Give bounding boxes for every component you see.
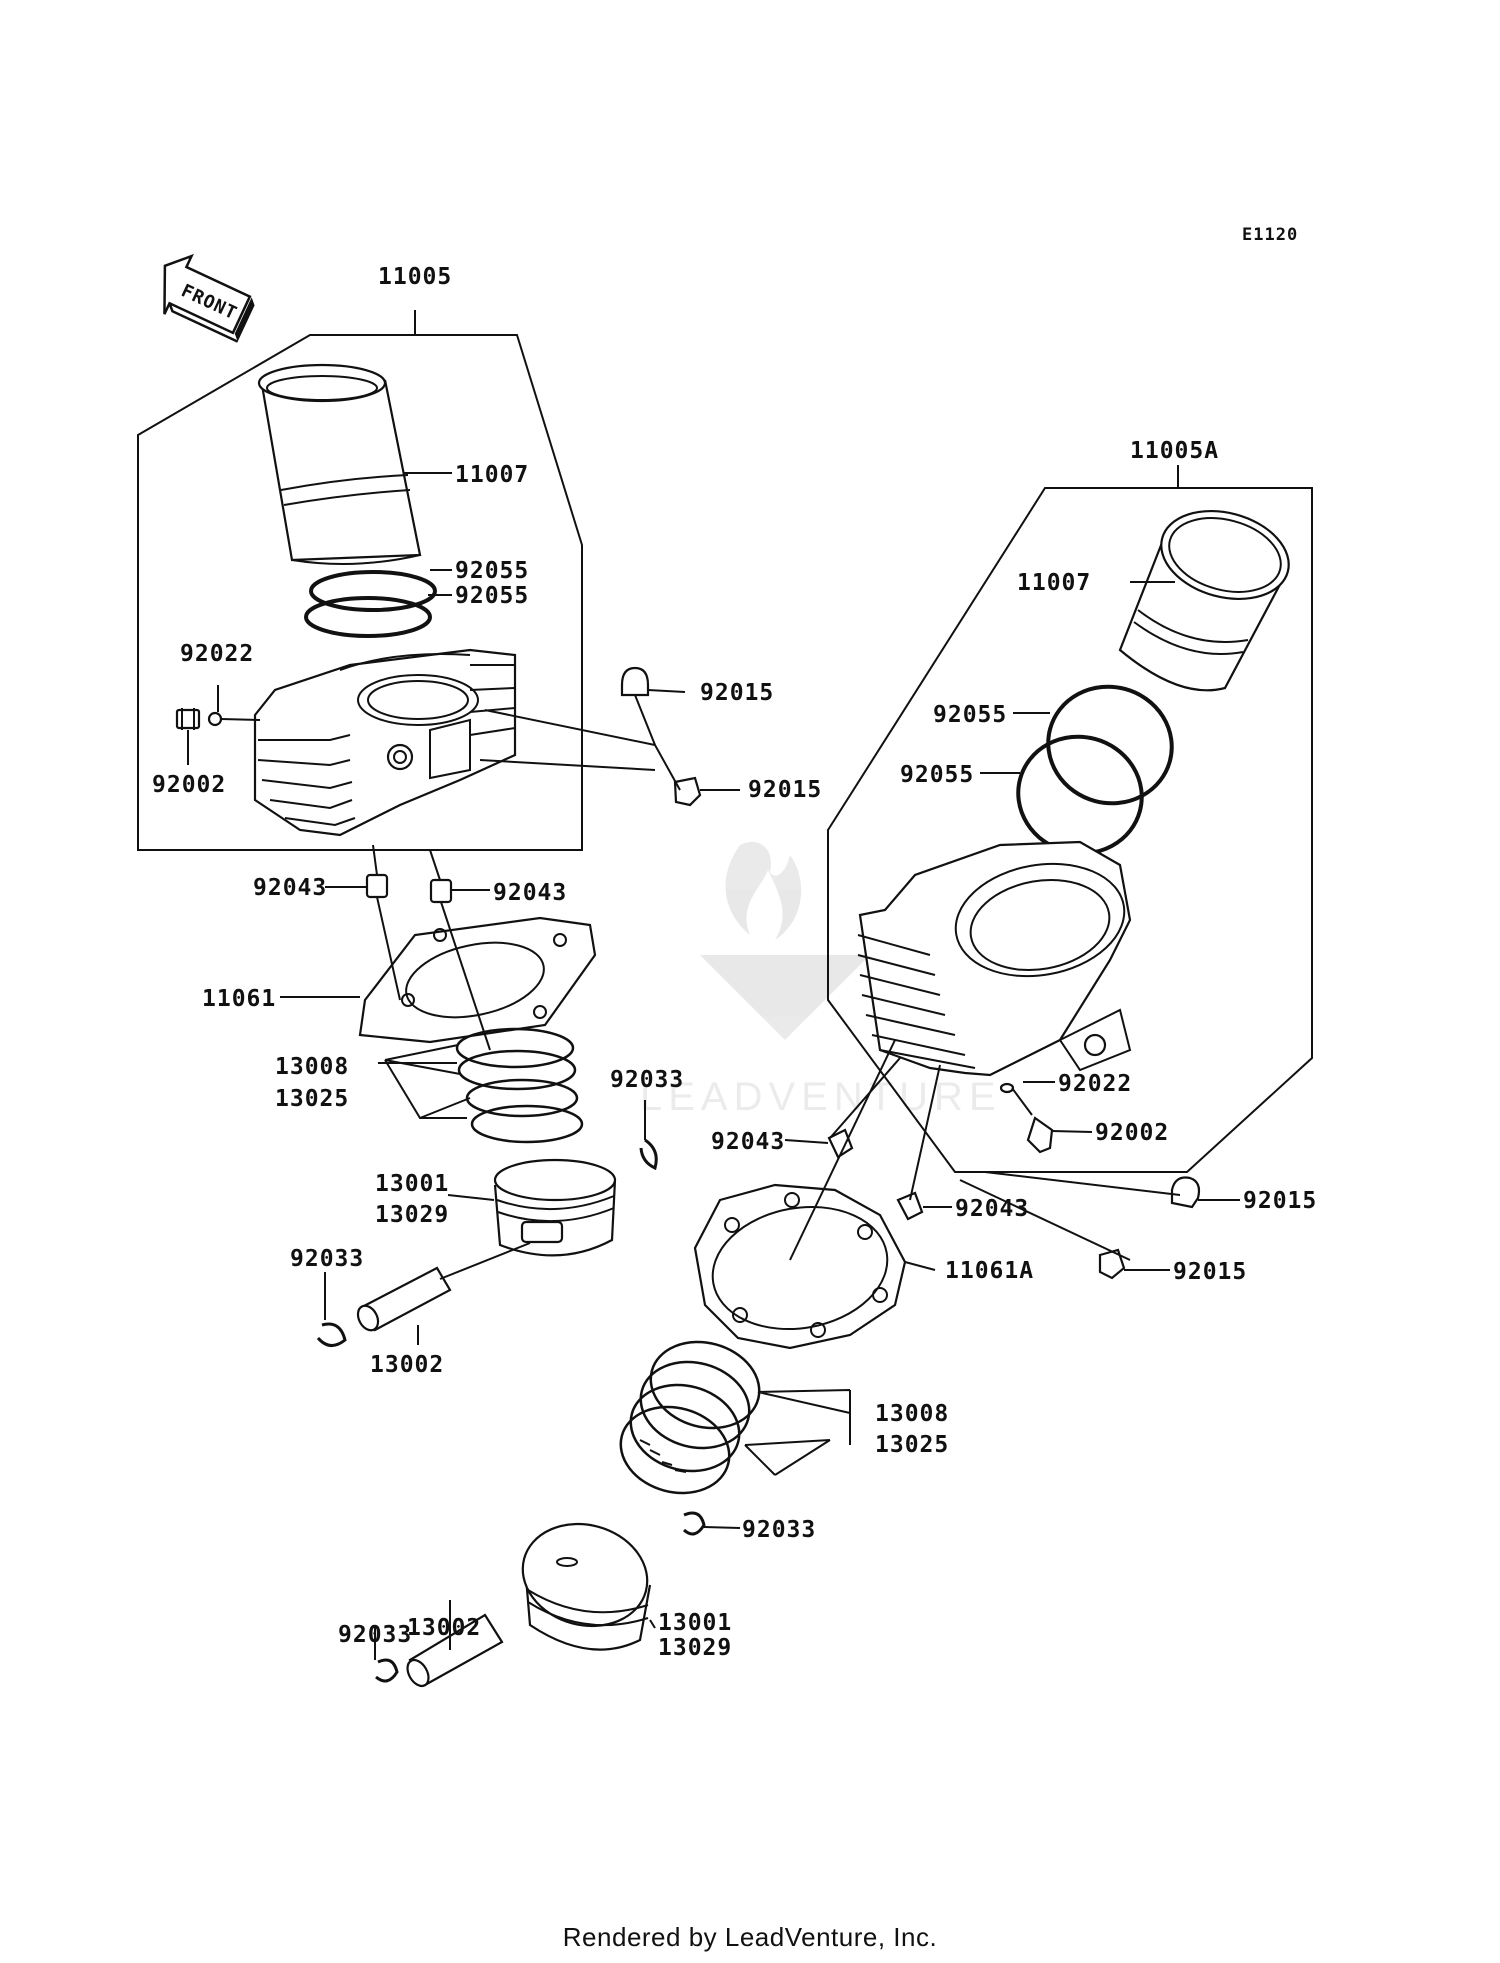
washer-92022-right [999,1082,1015,1094]
head-gasket-11061A [693,1183,907,1350]
label-92055-left-1: 92055 [455,558,529,584]
label-92055-left-2: 92055 [455,583,529,609]
label-11007-left: 11007 [455,462,529,488]
label-11061A: 11061A [945,1258,1034,1284]
head-gasket-11061 [358,916,597,1044]
watermark-text: LEADVENTURE [640,1075,1002,1119]
washer-92022-left [207,711,223,727]
label-11007-right: 11007 [1017,570,1091,596]
label-92033-right-2: 92033 [338,1622,412,1648]
label-92043-left-2: 92043 [493,880,567,906]
label-13029-right: 13029 [658,1635,732,1661]
cap-nut-92015-right-2 [1098,1248,1126,1280]
label-92055-right-2: 92055 [900,762,974,788]
assembly-bracket-11005 [137,310,583,851]
piston-ring-13025-left-1 [465,1078,579,1118]
label-13002-left: 13002 [370,1352,444,1378]
label-11005: 11005 [378,264,452,290]
piston-ring-13025-left-2 [470,1104,584,1144]
dowel-92043-left-2 [429,878,453,904]
label-92043-right-2: 92043 [955,1196,1029,1222]
watermark-logo [700,841,870,1040]
dowel-92043-left-1 [365,873,389,899]
cap-nut-92015-right-1 [1170,1176,1201,1209]
label-13029-left: 13029 [375,1202,449,1228]
dowel-92043-right-2 [896,1191,924,1221]
label-11005A: 11005A [1130,438,1219,464]
diagram-code: E1120 [1242,225,1298,245]
label-11061: 11061 [202,986,276,1012]
label-92043-left-1: 92043 [253,875,327,901]
o-ring-92055-right-1 [1046,684,1174,806]
label-92043-right-1: 92043 [711,1129,785,1155]
label-92033-left-1: 92033 [610,1067,684,1093]
label-13001-left: 13001 [375,1171,449,1197]
cap-nut-92015-left-2 [673,776,702,807]
rendered-by-footer: Rendered by LeadVenture, Inc. [562,1922,938,1952]
label-13001-right: 13001 [658,1610,732,1636]
label-92055-right-1: 92055 [933,702,1007,728]
piston-rings-13008-13025-right [619,1340,761,1495]
assembly-bracket-11005A [827,465,1313,1173]
label-13025-left: 13025 [275,1086,349,1112]
label-92015-right-1: 92015 [1243,1188,1317,1214]
label-13008-left: 13008 [275,1054,349,1080]
label-92033-left-2: 92033 [290,1246,364,1272]
cylinder-block-right [857,840,1132,1077]
label-92015-left-1: 92015 [700,680,774,706]
bolt-92002-right [1026,1116,1054,1154]
circlip-92033-right-2 [375,1658,399,1683]
piston-ring-13008-left-2 [457,1049,577,1091]
cylinder-sleeve-11007-left [257,363,422,565]
piston-13001-right [521,1522,652,1651]
circlip-92033-left-2 [316,1322,347,1347]
circlip-92033-left-1 [639,1138,658,1171]
label-92015-left-2: 92015 [748,777,822,803]
label-92002-right: 92002 [1095,1120,1169,1146]
cylinder-sleeve-11007-right [1118,509,1290,692]
bolt-92002-left [175,708,201,730]
cylinder-block-left [253,648,517,837]
circlip-92033-right-1 [682,1511,706,1536]
piston-13001-left [493,1158,617,1257]
piston-pin-13002-right [406,1613,504,1688]
label-92002-left: 92002 [152,772,226,798]
label-13025-right: 13025 [875,1432,949,1458]
label-92022-right: 92022 [1058,1071,1132,1097]
front-arrow-icon: FRONT [163,253,255,343]
piston-ring-13008-left-1 [455,1027,575,1069]
dowel-92043-right-1 [827,1128,854,1159]
label-13008-right: 13008 [875,1401,949,1427]
o-ring-92055-left-2 [304,596,432,638]
cap-nut-92015-left-1 [620,666,650,697]
label-92022-left: 92022 [180,641,254,667]
label-13002-right: 13002 [407,1615,481,1641]
label-92015-right-2: 92015 [1173,1259,1247,1285]
o-ring-92055-left-1 [309,570,437,612]
piston-pin-13002-left [356,1266,452,1332]
leader-lines [187,472,1240,1660]
label-92033-right-1: 92033 [742,1517,816,1543]
